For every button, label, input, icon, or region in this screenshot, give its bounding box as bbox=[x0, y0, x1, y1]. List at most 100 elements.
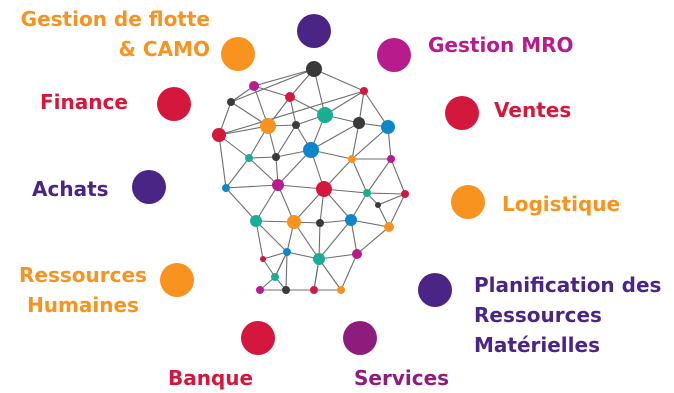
network-edge bbox=[310, 122, 360, 151]
network-node bbox=[283, 248, 291, 256]
circle-planification bbox=[418, 273, 452, 307]
network-edge bbox=[351, 122, 360, 160]
network-edge bbox=[366, 158, 392, 194]
network-edge bbox=[363, 90, 389, 128]
label-ressources-humaines: Ressources Humaines bbox=[6, 260, 160, 320]
network-edge bbox=[218, 134, 227, 189]
network-node bbox=[381, 120, 395, 134]
network-edge bbox=[225, 184, 279, 189]
network-node bbox=[292, 121, 300, 129]
network-node bbox=[260, 256, 266, 262]
network-edge bbox=[366, 192, 406, 195]
network-node bbox=[353, 117, 365, 129]
network-edge bbox=[274, 251, 288, 278]
label-ventes: Ventes bbox=[494, 95, 571, 125]
label-achats: Achats bbox=[32, 174, 109, 204]
network-node bbox=[348, 155, 356, 163]
label-line: Ventes bbox=[494, 98, 572, 122]
network-edge bbox=[377, 193, 406, 206]
label-line: Services bbox=[354, 366, 450, 390]
network-node bbox=[345, 214, 357, 226]
network-edge bbox=[255, 184, 279, 222]
network-node bbox=[337, 286, 345, 294]
network-edge bbox=[230, 68, 315, 103]
network-node bbox=[285, 92, 295, 102]
circle-achats bbox=[132, 170, 166, 204]
label-line: & CAMO bbox=[118, 37, 210, 61]
network-node bbox=[317, 107, 333, 123]
network-node bbox=[282, 286, 290, 294]
network-edge bbox=[318, 258, 342, 291]
network-node bbox=[256, 286, 264, 294]
label-line: Humaines bbox=[27, 293, 139, 317]
network-edge bbox=[356, 226, 390, 255]
label-line: Matérielles bbox=[474, 333, 600, 357]
network-edge bbox=[255, 220, 288, 253]
network-edge bbox=[388, 193, 406, 228]
network-edge bbox=[218, 90, 365, 136]
network-node bbox=[313, 253, 325, 265]
label-line: Ressources bbox=[19, 263, 147, 287]
label-line: Finance bbox=[40, 90, 128, 114]
network-edge bbox=[248, 157, 279, 186]
network-edge bbox=[351, 158, 368, 194]
network-edge bbox=[248, 156, 277, 159]
network-node bbox=[375, 202, 381, 208]
circle-services bbox=[343, 321, 377, 355]
label-line: Planification des bbox=[474, 273, 662, 297]
network-node bbox=[272, 179, 284, 191]
label-line: Banque bbox=[168, 366, 254, 390]
network-edge bbox=[218, 125, 269, 136]
network-edge bbox=[277, 149, 312, 186]
circle-banque bbox=[241, 321, 275, 355]
circle-fleet bbox=[221, 37, 255, 71]
network-edge bbox=[253, 68, 315, 87]
network-node bbox=[222, 184, 230, 192]
network-node bbox=[360, 87, 368, 95]
network-edge bbox=[318, 253, 358, 260]
network-edge bbox=[313, 68, 365, 92]
circle-rh bbox=[160, 263, 194, 297]
circle-mro bbox=[377, 38, 411, 72]
label-banque: Banque bbox=[168, 363, 253, 393]
label-line: Gestion MRO bbox=[428, 33, 574, 57]
label-fleet-camo: Gestion de flotte & CAMO bbox=[10, 4, 210, 64]
network-node bbox=[272, 153, 280, 161]
network-node bbox=[306, 61, 322, 77]
network-edge bbox=[225, 157, 250, 189]
circle-finance bbox=[157, 87, 191, 121]
network-node bbox=[363, 189, 371, 197]
label-line: Achats bbox=[32, 177, 109, 201]
label-gestion-mro: Gestion MRO bbox=[428, 30, 574, 60]
network-node bbox=[316, 181, 332, 197]
network-node bbox=[287, 215, 301, 229]
circle-logistique bbox=[451, 185, 485, 219]
label-services: Services bbox=[354, 363, 449, 393]
network-edge bbox=[285, 251, 288, 291]
network-node bbox=[271, 273, 279, 281]
network-edge bbox=[351, 126, 389, 160]
network-node bbox=[249, 81, 259, 91]
circle-top bbox=[297, 14, 331, 48]
network-edge bbox=[262, 251, 288, 260]
network-node bbox=[245, 154, 253, 162]
network-edge bbox=[253, 85, 291, 98]
network-edge bbox=[390, 158, 406, 195]
network-edge bbox=[318, 222, 321, 260]
network-node bbox=[352, 249, 362, 259]
label-line: Logistique bbox=[502, 192, 621, 216]
network-edge bbox=[350, 219, 390, 228]
network-node bbox=[303, 142, 319, 158]
network-node bbox=[316, 219, 324, 227]
label-finance: Finance bbox=[40, 87, 128, 117]
network-node bbox=[250, 215, 262, 227]
network-node bbox=[387, 155, 395, 163]
label-logistique: Logistique bbox=[502, 189, 620, 219]
network-edge bbox=[318, 219, 352, 260]
network-node bbox=[212, 128, 226, 142]
label-line: Gestion de flotte bbox=[20, 7, 210, 31]
label-planification: Planification des Ressources Matérielles bbox=[474, 270, 661, 360]
network-node bbox=[260, 118, 276, 134]
